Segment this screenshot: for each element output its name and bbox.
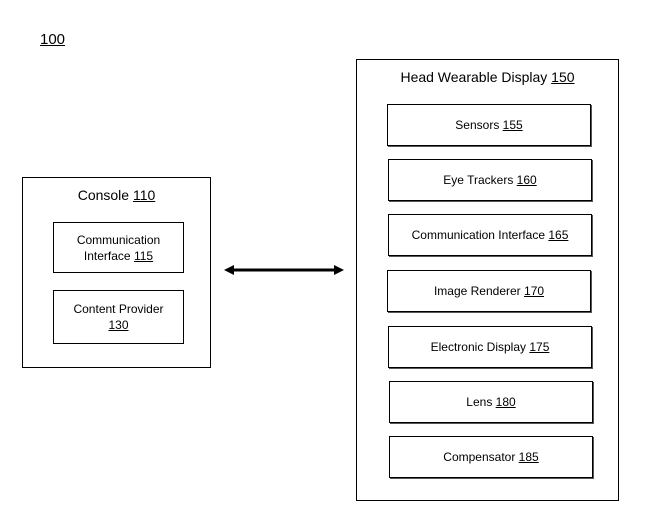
console-ref: 110 — [132, 187, 156, 203]
hwd-component-ref: 175 — [529, 340, 550, 354]
bidirectional-arrow — [224, 265, 344, 275]
hwd-component-ref: 170 — [524, 284, 545, 298]
hwd-component-image-renderer-box: Image Renderer 170 — [387, 270, 591, 312]
content-provider-box: Content Provider 130 — [53, 290, 184, 344]
console-comm-ref: 115 — [133, 248, 154, 263]
console-comm-line2: Interface — [83, 248, 131, 263]
hwd-title-text: Head Wearable Display — [400, 69, 548, 85]
hwd-component-ref: 180 — [495, 395, 516, 409]
hwd-component-electronic-display-box: Electronic Display 175 — [388, 326, 592, 368]
hwd-component-label: Compensator — [443, 450, 516, 464]
hwd-component-ref: 155 — [502, 118, 523, 132]
hwd-ref: 150 — [551, 69, 575, 85]
figure-label: 100 — [40, 31, 66, 48]
hwd-component-eye-trackers-box: Eye Trackers 160 — [388, 159, 592, 201]
content-provider-ref: 130 — [108, 318, 129, 332]
hwd-component-label: Eye Trackers — [443, 173, 514, 187]
hwd-component-label: Electronic Display — [430, 340, 526, 354]
hwd-component-label: Sensors — [455, 118, 500, 132]
console-comm-line1: Communication — [76, 232, 161, 247]
hwd-component-ref: 185 — [518, 450, 539, 464]
content-provider-label: Content Provider — [73, 302, 164, 316]
hwd-title: Head Wearable Display 150 — [357, 69, 618, 85]
hwd-component-communication-interface-box: Communication Interface 165 — [388, 214, 592, 256]
hwd-component-label: Communication Interface — [411, 228, 546, 242]
arrow-head-right — [334, 265, 344, 275]
hwd-component-sensors-box: Sensors 155 — [387, 104, 591, 146]
hwd-component-label: Lens — [466, 395, 493, 409]
hwd-component-label: Image Renderer — [433, 284, 521, 298]
hwd-component-ref: 165 — [548, 228, 569, 242]
console-title: Console 110 — [23, 187, 210, 203]
console-communication-interface-box: Communication Interface 115 — [53, 222, 184, 273]
hwd-component-compensator-box: Compensator 185 — [389, 436, 593, 478]
arrow-head-left — [224, 265, 234, 275]
console-title-text: Console — [77, 187, 130, 203]
hwd-component-ref: 160 — [516, 173, 537, 187]
hwd-component-lens-box: Lens 180 — [389, 381, 593, 423]
